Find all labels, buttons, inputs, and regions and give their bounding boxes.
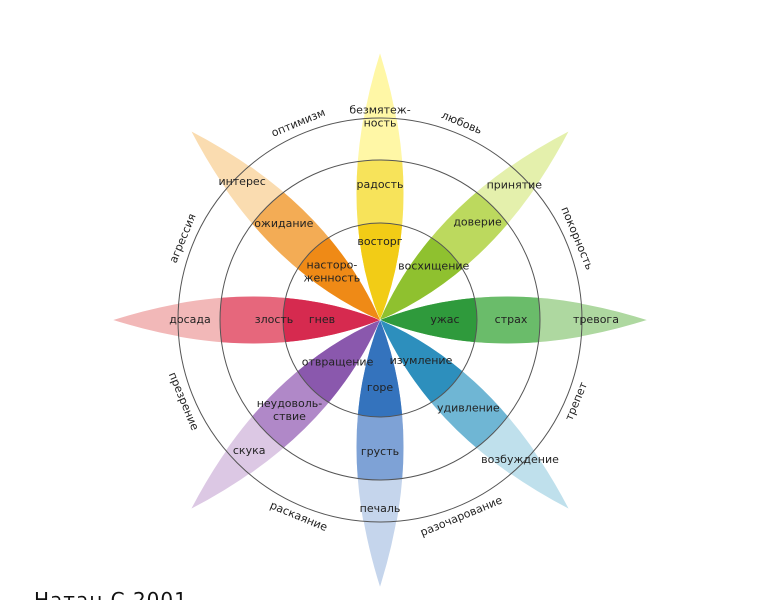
dyad-remorse: раскаяние [268, 499, 329, 534]
dyad-submission: покорность [558, 205, 596, 272]
label-joy-outer: безмятеж-ность [349, 104, 410, 130]
label-anticipation-inner: насторо-женность [304, 258, 361, 284]
label-fear-inner: ужас [430, 313, 459, 326]
petal-joy [356, 50, 404, 322]
petal-anger [110, 296, 382, 344]
label-surprise-middle: удивление [437, 401, 500, 414]
label-joy-inner: восторг [357, 235, 402, 248]
inner-ring [282, 222, 478, 418]
dyad-contempt: презрение [166, 370, 202, 432]
label-trust-middle: доверие [453, 215, 502, 228]
petal-anticipation [189, 129, 381, 321]
petal-fear-inner-band [380, 296, 477, 344]
petal-joy-inner-band [356, 223, 404, 320]
label-anticipation-outer: интерес [218, 175, 265, 188]
label-anger-outer: досада [169, 313, 210, 326]
middle-ring [219, 159, 541, 481]
petal-fear [378, 296, 650, 344]
petal-disgust [189, 319, 381, 511]
label-fear-middle: страх [495, 313, 528, 326]
label-disgust-inner: отвращение [302, 355, 374, 368]
dyad-optimism: оптимизм [269, 106, 327, 140]
dyad-disapproval: разочарование [418, 493, 504, 539]
label-sadness-inner: горе [367, 381, 393, 394]
label-fear-outer: тревога [573, 313, 619, 326]
caption-text-cut-off: Натан С 2001 [34, 588, 188, 600]
petal-trust [379, 129, 571, 321]
label-surprise-outer: возбуждение [481, 453, 559, 466]
label-anger-middle: злость [255, 313, 294, 326]
label-anger-inner: гнев [309, 313, 335, 326]
petal-labels: безмятеж-ность радость восторг принятие дове… [169, 104, 619, 516]
dyad-aggressiveness: агрессия [167, 212, 199, 265]
label-trust-outer: принятие [487, 179, 543, 192]
label-joy-middle: радость [357, 178, 404, 191]
dyad-love: любовь [439, 109, 483, 137]
label-surprise-inner: изумление [390, 354, 453, 367]
label-trust-inner: восхищение [398, 259, 469, 272]
label-sadness-outer: печаль [360, 502, 401, 515]
label-anticipation-middle: ожидание [254, 217, 313, 230]
ring-outlines [177, 117, 583, 523]
label-disgust-middle: неудоволь-ствие [257, 397, 323, 423]
petal-surprise [379, 319, 571, 511]
outer-ring [177, 117, 583, 523]
label-disgust-outer: скука [233, 444, 266, 457]
label-sadness-middle: грусть [361, 445, 399, 458]
petal-anger-inner-band [283, 296, 380, 344]
dyad-awe: трепет [563, 380, 591, 423]
petal-sadness [356, 318, 404, 590]
petals-layer [110, 50, 650, 590]
petal-sadness-inner-band [356, 320, 404, 417]
